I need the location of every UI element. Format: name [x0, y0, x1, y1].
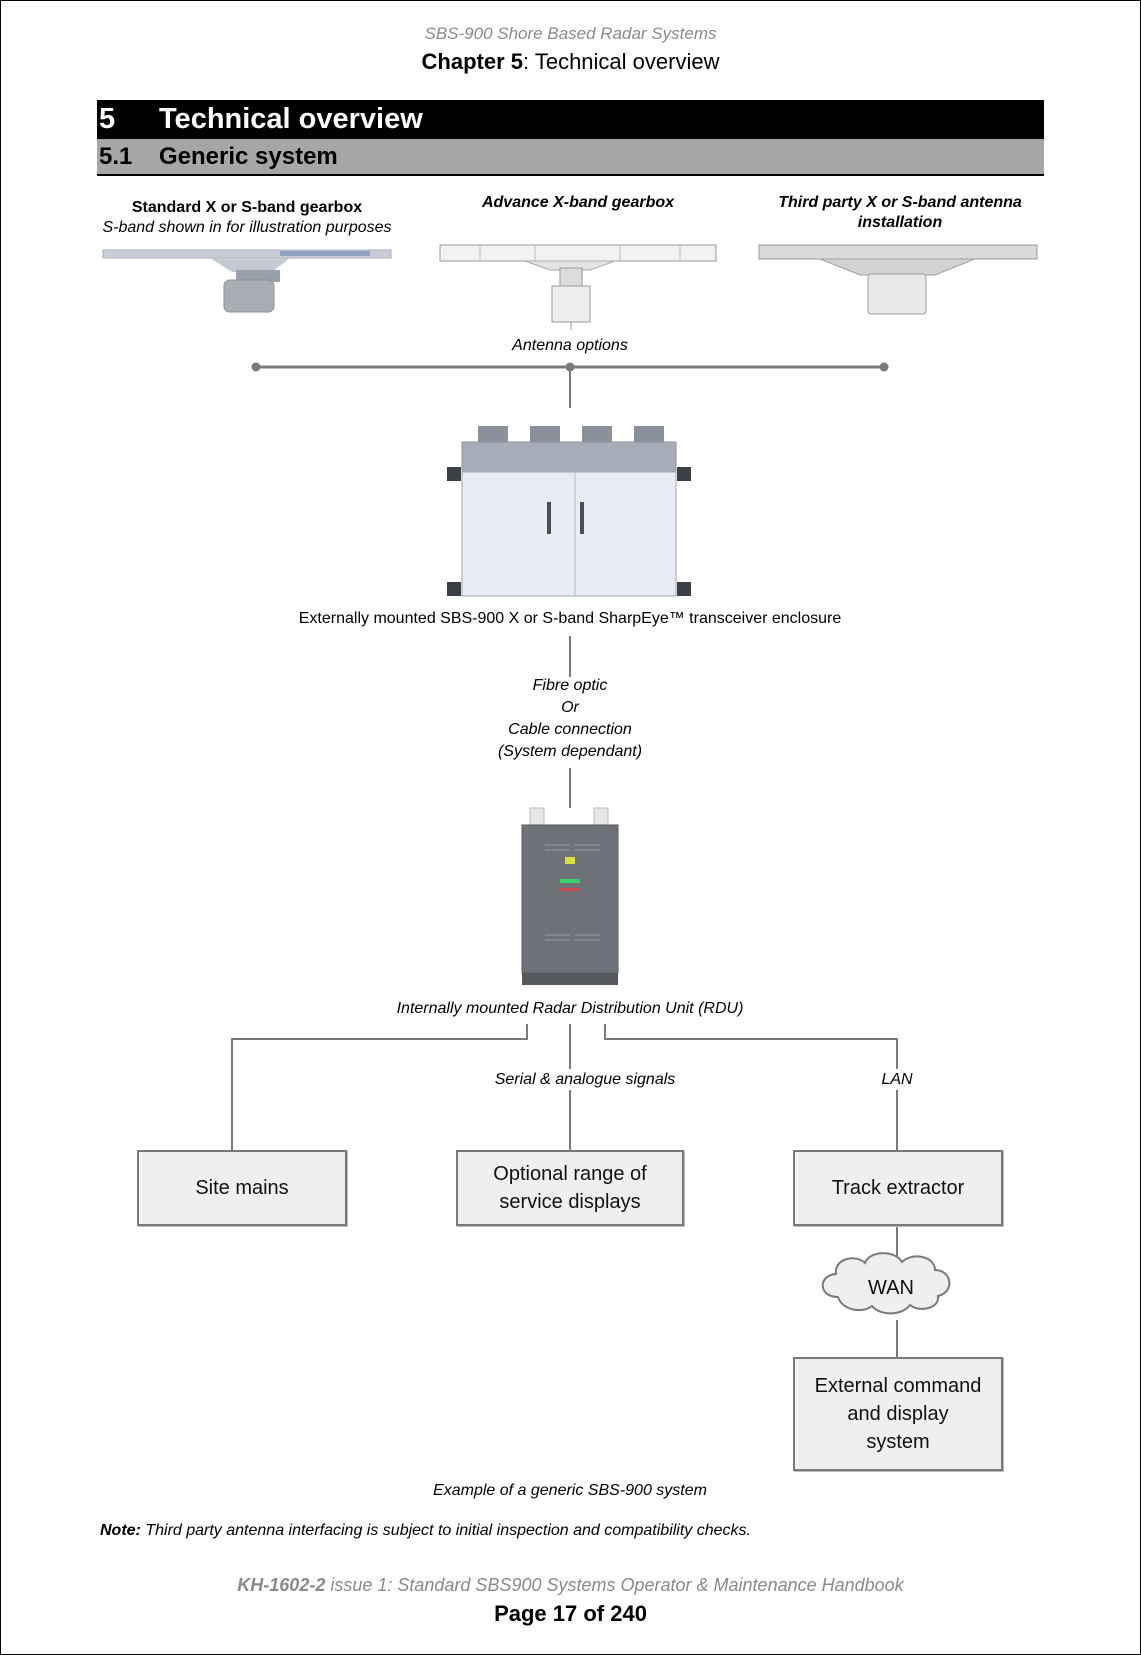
transceiver-label: Externally mounted SBS-900 X or S-band S…	[298, 610, 842, 627]
service-displays-label-line2: service displays	[499, 1191, 641, 1213]
note: Note: Third party antenna interfacing is…	[100, 1522, 751, 1540]
site-mains-box: Site mains	[137, 1150, 347, 1226]
transceiver-enclosure-image	[447, 426, 691, 597]
chapter-label: Chapter 5	[421, 49, 523, 74]
lan-label: LAN	[881, 1071, 913, 1088]
footer-doc-id: KH-1602-2	[237, 1575, 326, 1595]
advance-gearbox-image	[439, 244, 717, 330]
note-text: Third party antenna interfacing is subje…	[140, 1522, 751, 1539]
running-header: SBS-900 Shore Based Radar Systems	[424, 24, 717, 43]
footer-document-line: KH-1602-2 issue 1: Standard SBS900 Syste…	[0, 1575, 1141, 1596]
wan-cloud-icon	[821, 1252, 951, 1315]
third-party-antenna-image	[758, 244, 1038, 315]
external-command-label-line2: and display	[847, 1403, 949, 1425]
rdu-image	[521, 807, 619, 985]
section-number: 5	[99, 103, 116, 135]
footer-doc-desc: issue 1: Standard SBS900 Systems Operato…	[325, 1575, 904, 1595]
connection-label-line2: Or	[561, 699, 579, 716]
subsection-title: Generic system	[159, 143, 338, 170]
standard-gearbox-note: S-band shown in for illustration purpose…	[102, 219, 392, 236]
advance-gearbox-title: Advance X-band gearbox	[481, 194, 675, 211]
third-party-antenna-title-line1: Third party X or S-band antenna	[778, 194, 1022, 211]
service-displays-box: Optional range of service displays	[456, 1150, 684, 1226]
section-heading: 5 Technical overview	[97, 100, 1044, 139]
section-title: Technical overview	[159, 103, 423, 135]
connection-label-line1: Fibre optic	[532, 677, 608, 694]
chapter-title: : Technical overview	[523, 49, 720, 74]
connection-label-line4: (System dependant)	[497, 743, 643, 760]
track-extractor-box: Track extractor	[793, 1150, 1003, 1226]
note-label: Note:	[100, 1522, 141, 1539]
standard-gearbox-image	[102, 249, 392, 313]
site-mains-label: Site mains	[195, 1177, 289, 1199]
third-party-antenna-title-line2: installation	[857, 214, 943, 231]
rdu-distribution-lines	[231, 1024, 898, 1357]
external-command-label-line3: system	[866, 1431, 930, 1453]
wan-label: WAN	[868, 1277, 914, 1299]
figure-caption: Example of a generic SBS-900 system	[433, 1482, 707, 1499]
connection-label-line3: Cable connection	[508, 721, 632, 738]
antenna-options-bus	[251, 362, 889, 408]
chapter-heading: Chapter 5: Technical overview	[0, 49, 1141, 75]
standard-gearbox-title: Standard X or S-band gearbox	[131, 199, 363, 216]
external-command-box: External command and display system	[793, 1357, 1003, 1471]
subsection-heading: 5.1 Generic system	[97, 139, 1044, 176]
page-number: Page 17 of 240	[494, 1601, 647, 1626]
antenna-options-label: Antenna options	[512, 337, 628, 354]
track-extractor-label: Track extractor	[831, 1177, 965, 1199]
rdu-label: Internally mounted Radar Distribution Un…	[396, 1000, 744, 1017]
serial-signals-label: Serial & analogue signals	[494, 1071, 676, 1088]
service-displays-label-line1: Optional range of	[493, 1163, 647, 1185]
external-command-label-line1: External command	[814, 1375, 982, 1397]
subsection-number: 5.1	[99, 143, 133, 170]
